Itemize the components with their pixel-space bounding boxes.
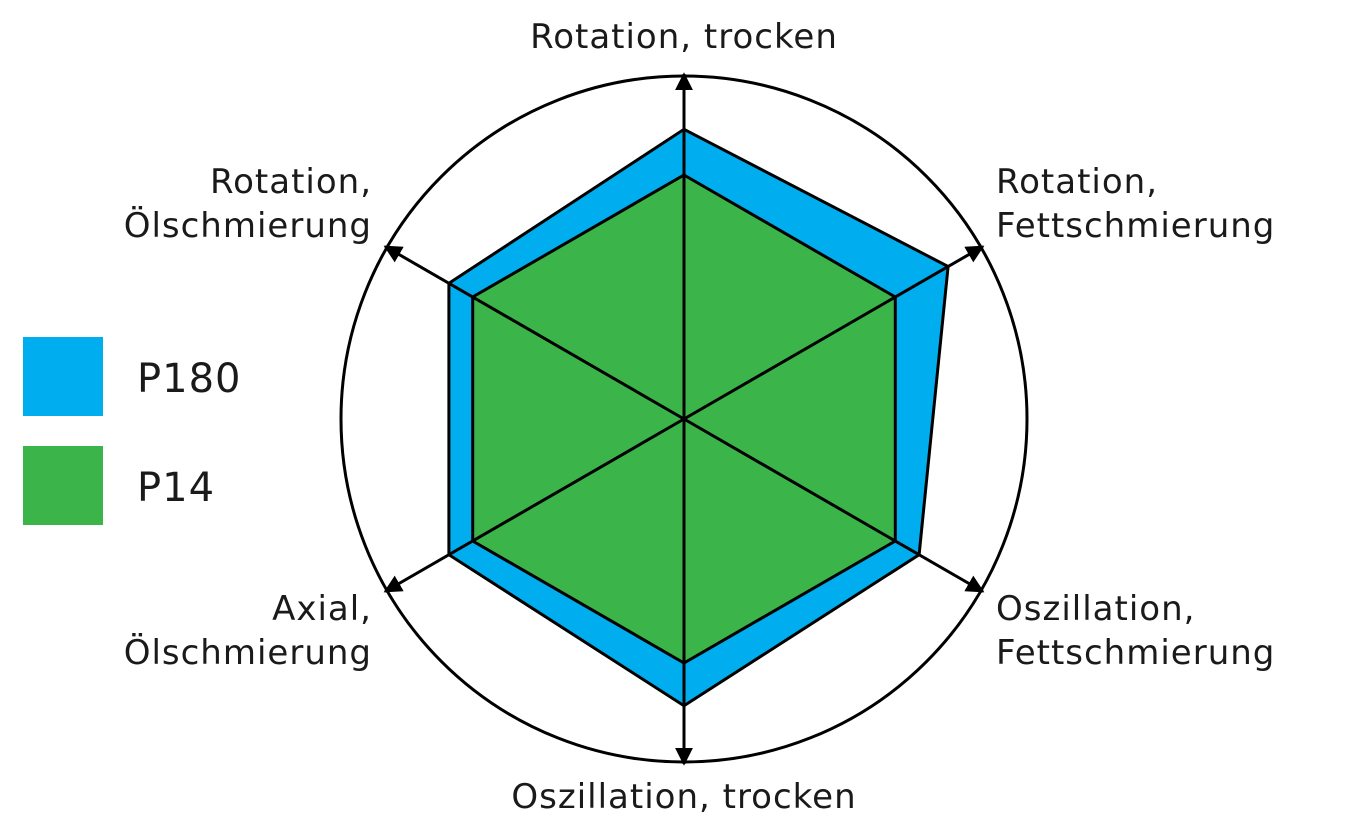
axis-label-line: Rotation, xyxy=(996,162,1158,202)
axis-label-3: Oszillation,Fettschmierung xyxy=(996,589,1275,673)
axis-label-line: Ölschmierung xyxy=(124,205,372,246)
axis-label-6: Rotation,Ölschmierung xyxy=(124,162,372,246)
axis-label-line: Fettschmierung xyxy=(996,633,1275,673)
axis-label-2: Rotation,Fettschmierung xyxy=(996,162,1275,246)
legend-label-p180: P180 xyxy=(137,356,241,402)
axis-label-line: Fettschmierung xyxy=(996,206,1275,246)
axis-label-line: Oszillation, trocken xyxy=(511,777,856,817)
axis-line-6 xyxy=(383,245,685,421)
axis-line-2 xyxy=(683,245,985,421)
axis-label-line: Rotation, trocken xyxy=(530,17,838,57)
axis-label-line: Axial, xyxy=(272,589,372,629)
legend-swatch-p14 xyxy=(23,446,103,525)
axis-label-5: Axial,Ölschmierung xyxy=(124,589,372,673)
legend-label-p14: P14 xyxy=(137,465,215,511)
axis-line-3 xyxy=(683,417,985,593)
axis-label-line: Ölschmierung xyxy=(124,632,372,673)
axis-label-line: Rotation, xyxy=(210,162,372,202)
axis-label-1: Rotation, trocken xyxy=(530,17,838,57)
legend-swatch-p180 xyxy=(23,337,103,416)
axis-label-line: Oszillation, xyxy=(996,589,1195,629)
axis-line-5 xyxy=(383,417,685,593)
axis-label-4: Oszillation, trocken xyxy=(511,777,856,817)
